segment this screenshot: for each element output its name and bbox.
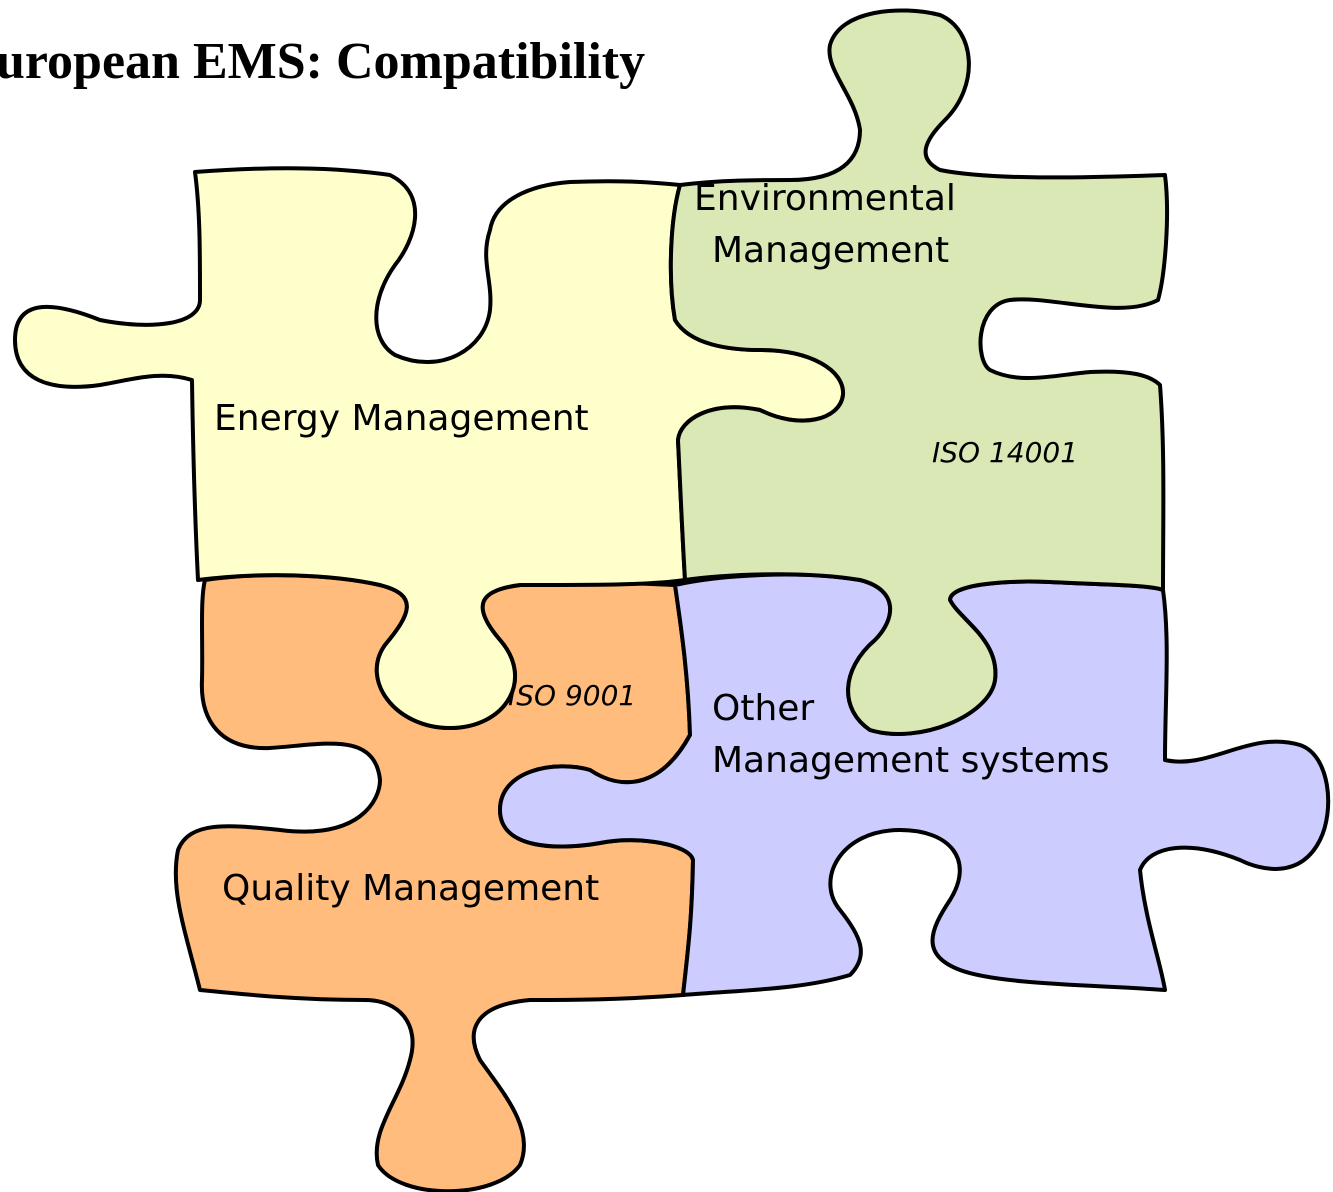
diagram-title: uropean EMS: Compatibility [0,33,645,90]
energy-management-label: Energy Management [214,398,589,439]
environmental-management-piece [668,8,1169,736]
other-management-label-line2: Management systems [712,740,1110,781]
iso-14001-label: ISO 14001 [932,436,1078,469]
other-management-label-line1: Other [712,688,814,729]
quality-management-label: Quality Management [222,868,599,909]
iso-9001-label: ISO 9001 [508,679,636,712]
environmental-management-label-line1: Environmental [694,178,956,219]
environmental-management-label-line2: Management [712,230,949,271]
